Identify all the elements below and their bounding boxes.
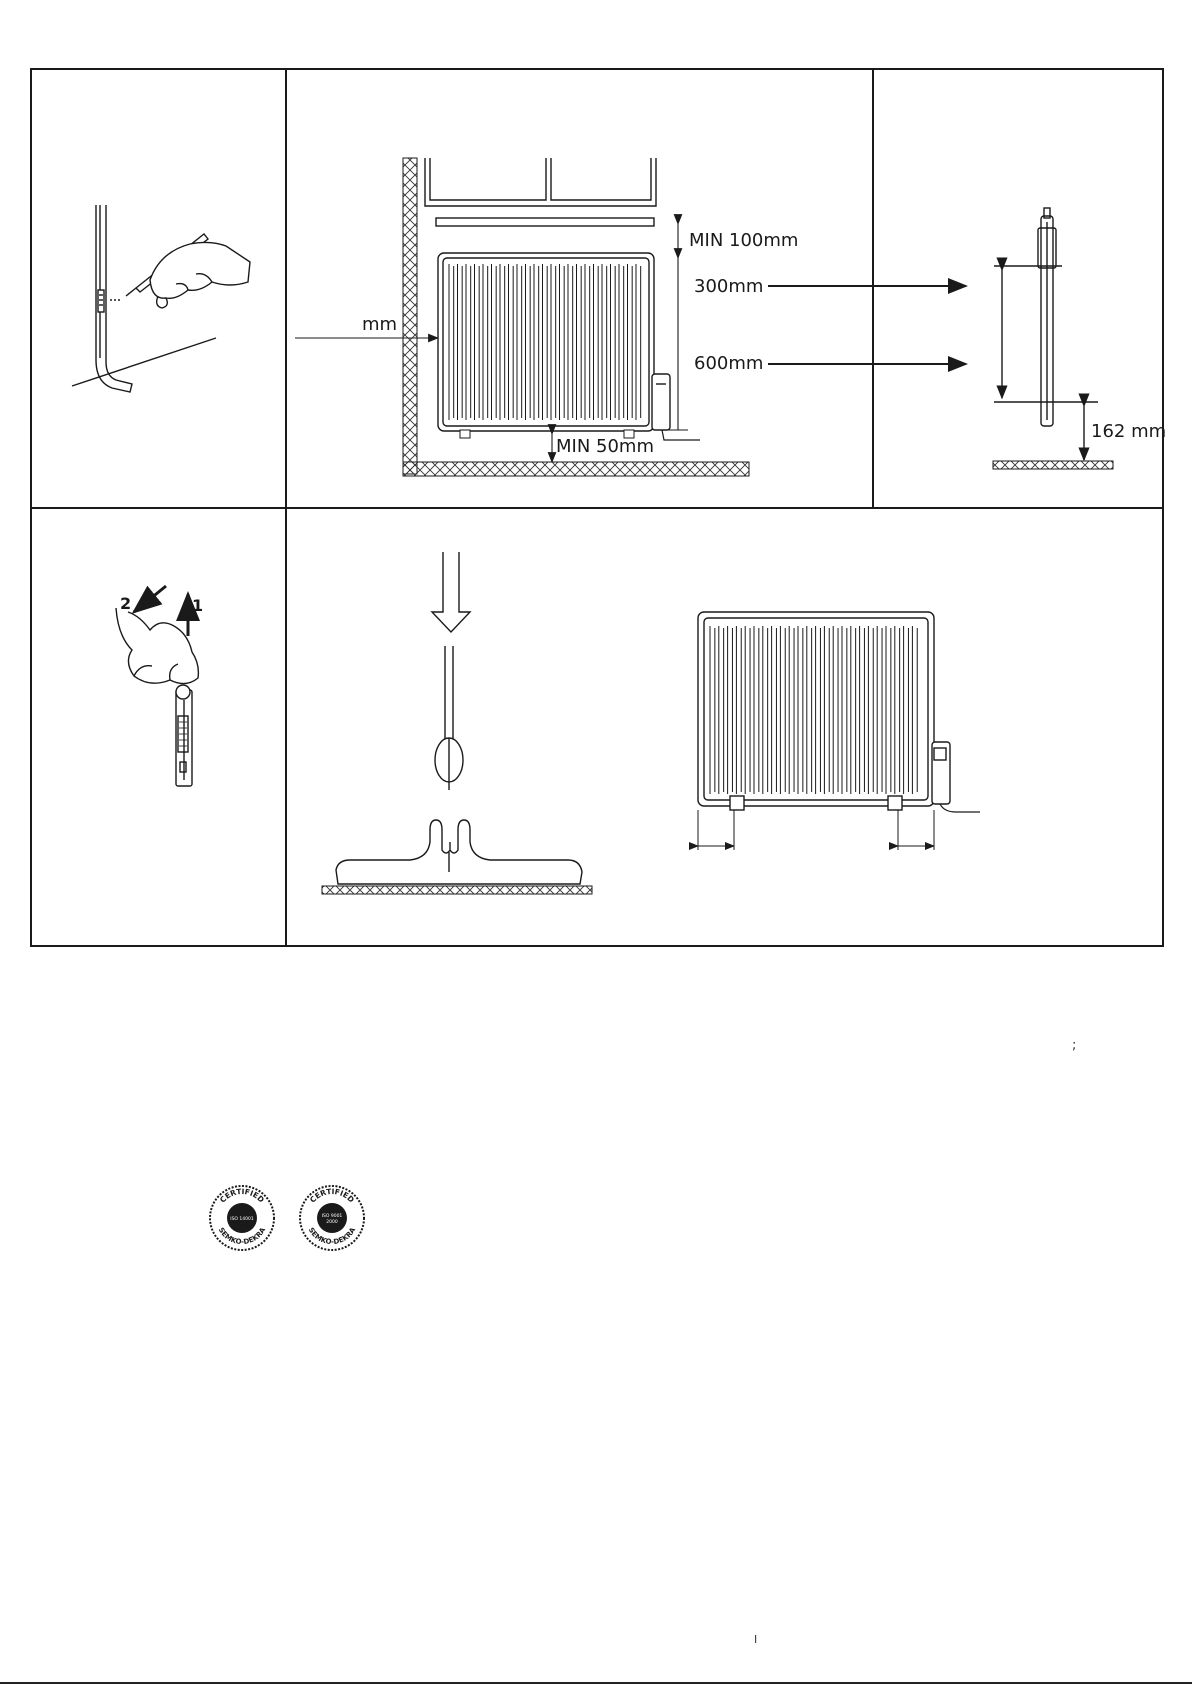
min-100mm-label: MIN 100mm: [689, 230, 798, 251]
iso-9001-seal: CERTIFIED SEMKO-DEKRA ISO 9001 2000: [298, 1184, 366, 1252]
seal-2-center-line-2: 2000: [326, 1219, 338, 1225]
mm-left-label: mm: [362, 314, 397, 335]
radiator-fin: [860, 626, 865, 794]
radiator-fin: [824, 626, 829, 794]
radiator-fin: [877, 626, 882, 794]
panel-wall-placement: MIN 100mm 300mm 600mm mm MIN 50mm: [295, 158, 966, 476]
radiator-fin: [636, 264, 641, 420]
page-mark: I: [754, 1633, 757, 1646]
radiator-fin: [745, 626, 750, 794]
radiator-fin: [807, 626, 812, 794]
radiator-fin: [560, 264, 565, 420]
radiator-fin: [577, 264, 582, 420]
min-50mm-label: MIN 50mm: [556, 436, 654, 457]
panel-hand-release: 1 2: [116, 586, 203, 786]
radiator-fin: [534, 264, 539, 420]
radiator-fin: [798, 626, 803, 794]
step-1-label: 1: [192, 596, 203, 615]
radiator-fin: [719, 626, 724, 794]
radiator-fin: [912, 626, 917, 794]
panel-mark-wall: [72, 205, 250, 392]
radiator-fin: [526, 264, 531, 420]
radiator-fin: [868, 626, 873, 794]
radiator-fin: [611, 264, 616, 420]
radiator-fin: [500, 264, 505, 420]
radiator-fin: [585, 264, 590, 420]
radiator-fin: [551, 264, 556, 420]
panel-side-view: 162 mm: [993, 208, 1166, 469]
600mm-label: 600mm: [694, 353, 763, 374]
radiator-fin: [543, 264, 548, 420]
radiator-fin: [594, 264, 599, 420]
radiator-fin: [466, 264, 471, 420]
panel-foot-attach: [322, 552, 592, 894]
radiator-fin: [517, 264, 522, 420]
radiator-fin: [816, 626, 821, 794]
radiator-fin: [904, 626, 909, 794]
radiator-fin: [886, 626, 891, 794]
radiator-fin: [851, 626, 856, 794]
radiator-fin: [772, 626, 777, 794]
seal-2-center-line-1: ISO 9001: [322, 1213, 343, 1219]
300mm-label: 300mm: [694, 276, 763, 297]
radiator-fin: [710, 626, 715, 794]
radiator-fin: [728, 626, 733, 794]
radiator-fin: [833, 626, 838, 794]
radiator-fin: [509, 264, 514, 420]
radiator-fin: [763, 626, 768, 794]
iso-14001-seal: CERTIFIED SEMKO-DEKRA ISO 14001: [208, 1184, 276, 1252]
installation-diagram-sheet: MIN 100mm 300mm 600mm mm MIN 50mm 162 mm…: [0, 0, 1192, 960]
radiator-fin: [619, 264, 624, 420]
radiator-fin: [568, 264, 573, 420]
radiator-fin: [449, 264, 454, 420]
radiator-fin: [789, 626, 794, 794]
radiator-fin: [754, 626, 759, 794]
radiator-fin: [736, 626, 741, 794]
radiator-fin: [475, 264, 480, 420]
radiator-fin: [895, 626, 900, 794]
radiator-fin: [458, 264, 463, 420]
radiator-fin: [628, 264, 633, 420]
radiator-fin: [602, 264, 607, 420]
162mm-label: 162 mm: [1091, 421, 1166, 442]
stray-semicolon: ;: [1072, 1038, 1076, 1053]
panel-front-view: [698, 612, 980, 850]
radiator-fin: [483, 264, 488, 420]
bottom-rule: [0, 1682, 1192, 1684]
radiator-fin: [492, 264, 497, 420]
certification-seals: CERTIFIED SEMKO-DEKRA ISO 14001 CERTIFIE…: [208, 1184, 368, 1256]
radiator-fin: [842, 626, 847, 794]
seal-1-center-text: ISO 14001: [230, 1216, 254, 1222]
radiator-fin: [780, 626, 785, 794]
